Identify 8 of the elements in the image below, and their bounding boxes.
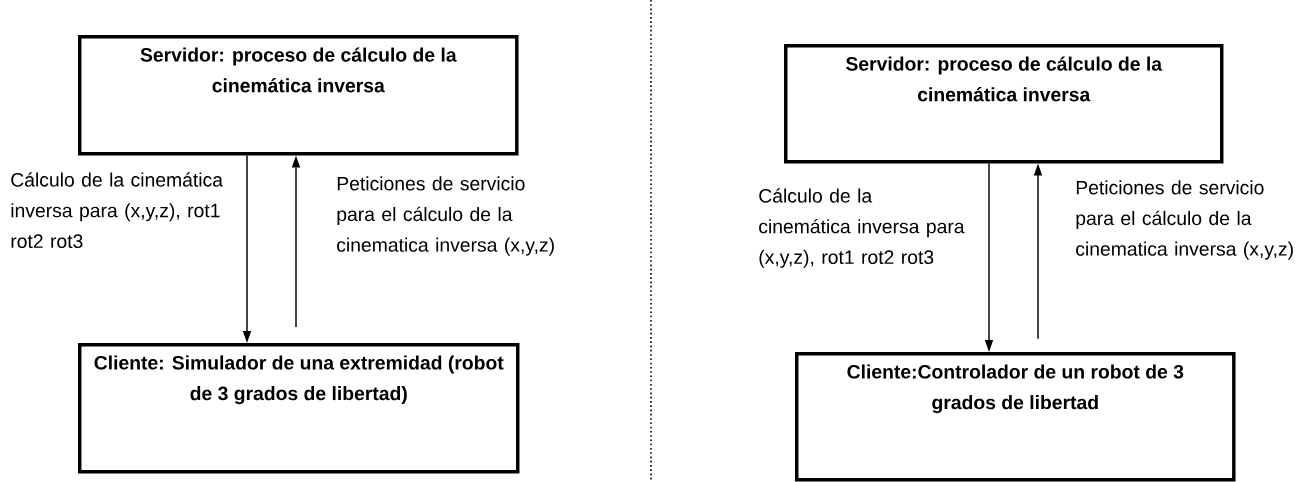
process-box: Cliente: Simulador de una extremidad (robot de 3 grados de libertad): [78, 343, 520, 474]
process-box: Servidor: proceso de cálculo de la cinemática inversa: [784, 44, 1224, 164]
edge-label: Peticiones de servicio para el cálculo de la cinematica inversa (x,y,z): [1076, 180, 1293, 260]
edge-label: Peticiones de servicio para el cálculo de la cinematica inversa (x,y,z): [337, 176, 554, 256]
edge-label: Cálculo de la cinemática inversa para (x,y,z), rot1 rot2 rot3: [759, 188, 965, 268]
process-box: Cliente:Controlador de un robot de 3 grados de libertad: [795, 352, 1236, 482]
process-box: Servidor: proceso de cálculo de la cinemática inversa: [78, 35, 519, 156]
edge-label: Cálculo de la cinemática inversa para (x,y,z), rot1 rot2 rot3: [11, 172, 223, 249]
